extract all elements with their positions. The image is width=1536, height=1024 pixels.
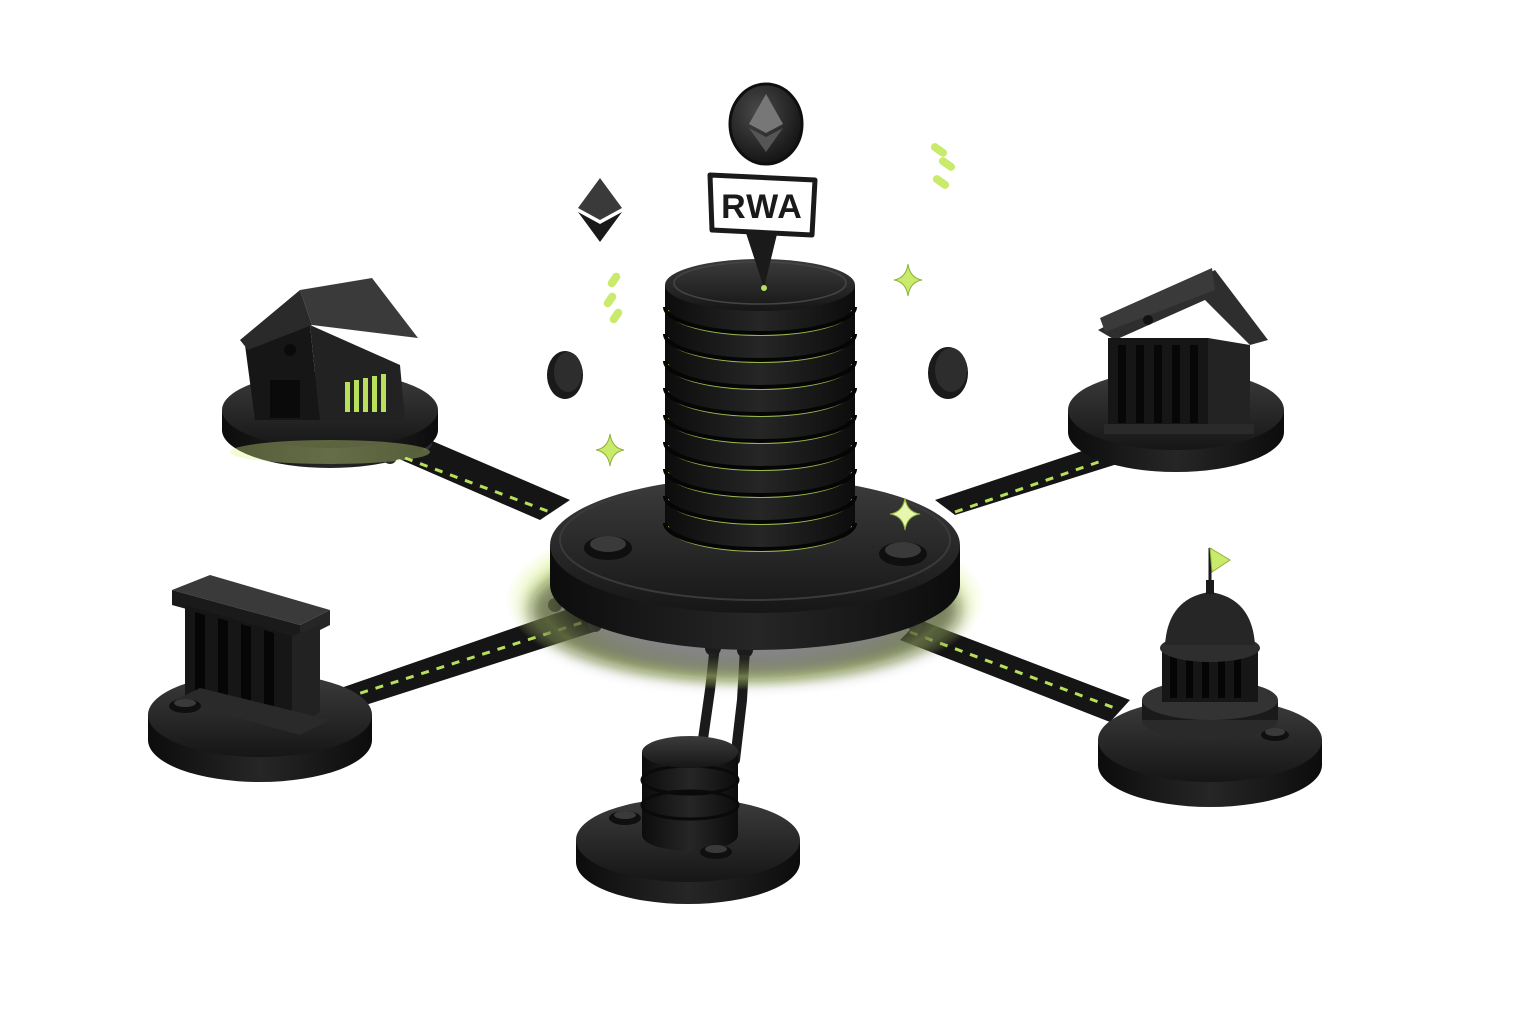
rwa-pin: RWA xyxy=(707,172,818,291)
capitol-dome-icon xyxy=(1142,547,1278,740)
tower-ring-groove xyxy=(663,387,857,416)
tower-ring-groove xyxy=(663,333,857,362)
tower-ring-groove xyxy=(663,360,857,389)
bank-icon xyxy=(1098,268,1268,434)
node-house xyxy=(222,278,438,468)
tower-ring-groove xyxy=(663,414,857,443)
rail-to-bank xyxy=(935,445,1130,515)
rail-to-house xyxy=(390,440,570,520)
ethereum-coin-icon xyxy=(728,82,804,166)
node-courthouse xyxy=(148,575,372,782)
ethereum-diamond-icon xyxy=(578,178,622,242)
tower-ring-groove xyxy=(663,495,857,524)
coin-icon-right xyxy=(928,347,968,399)
coin-icon-left xyxy=(547,351,583,399)
coin-stack-icon xyxy=(640,736,740,851)
node-capitol xyxy=(1098,547,1322,807)
rwa-label: RWA xyxy=(721,188,803,226)
sparkle-icon xyxy=(595,263,923,531)
tower-ring-groove xyxy=(663,468,857,497)
green-chips xyxy=(603,143,956,324)
tower-ring-groove xyxy=(663,441,857,470)
courthouse-icon xyxy=(172,575,330,735)
house-icon xyxy=(240,278,418,420)
hub-button-right xyxy=(879,542,927,566)
node-bank xyxy=(1068,268,1284,472)
tower-ring-groove xyxy=(663,522,857,551)
node-coin-stack xyxy=(576,736,800,904)
central-hub xyxy=(505,477,985,690)
coin-tower xyxy=(663,259,857,552)
hub-button-left xyxy=(584,536,632,560)
tower-ring-groove xyxy=(663,306,857,335)
